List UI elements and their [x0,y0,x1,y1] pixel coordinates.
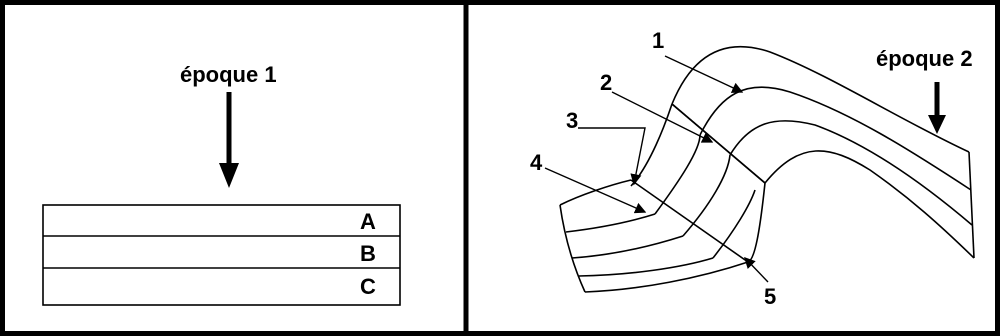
callout-5: 5 [764,284,776,309]
callout-4: 4 [530,150,543,175]
right-panel: époque 2 [530,28,975,309]
epoch-2-label: époque 2 [876,46,973,71]
layer-c-label: C [360,274,376,299]
upper-folded-block [671,45,975,259]
layer-a-label: A [360,209,376,234]
horizontal-strata [42,204,401,306]
callout-1: 1 [652,28,664,53]
left-panel: époque 1 A B C [42,62,401,306]
epoch-2-arrow [928,82,946,134]
fault-lines [630,103,766,263]
callout-3: 3 [566,108,578,133]
callout-leaders [544,55,769,283]
middle-block [630,103,766,263]
layer-b-label: B [360,241,376,266]
epoch-1-arrow [219,92,239,188]
callout-2: 2 [600,70,612,95]
epoch-1-label: époque 1 [180,62,277,87]
